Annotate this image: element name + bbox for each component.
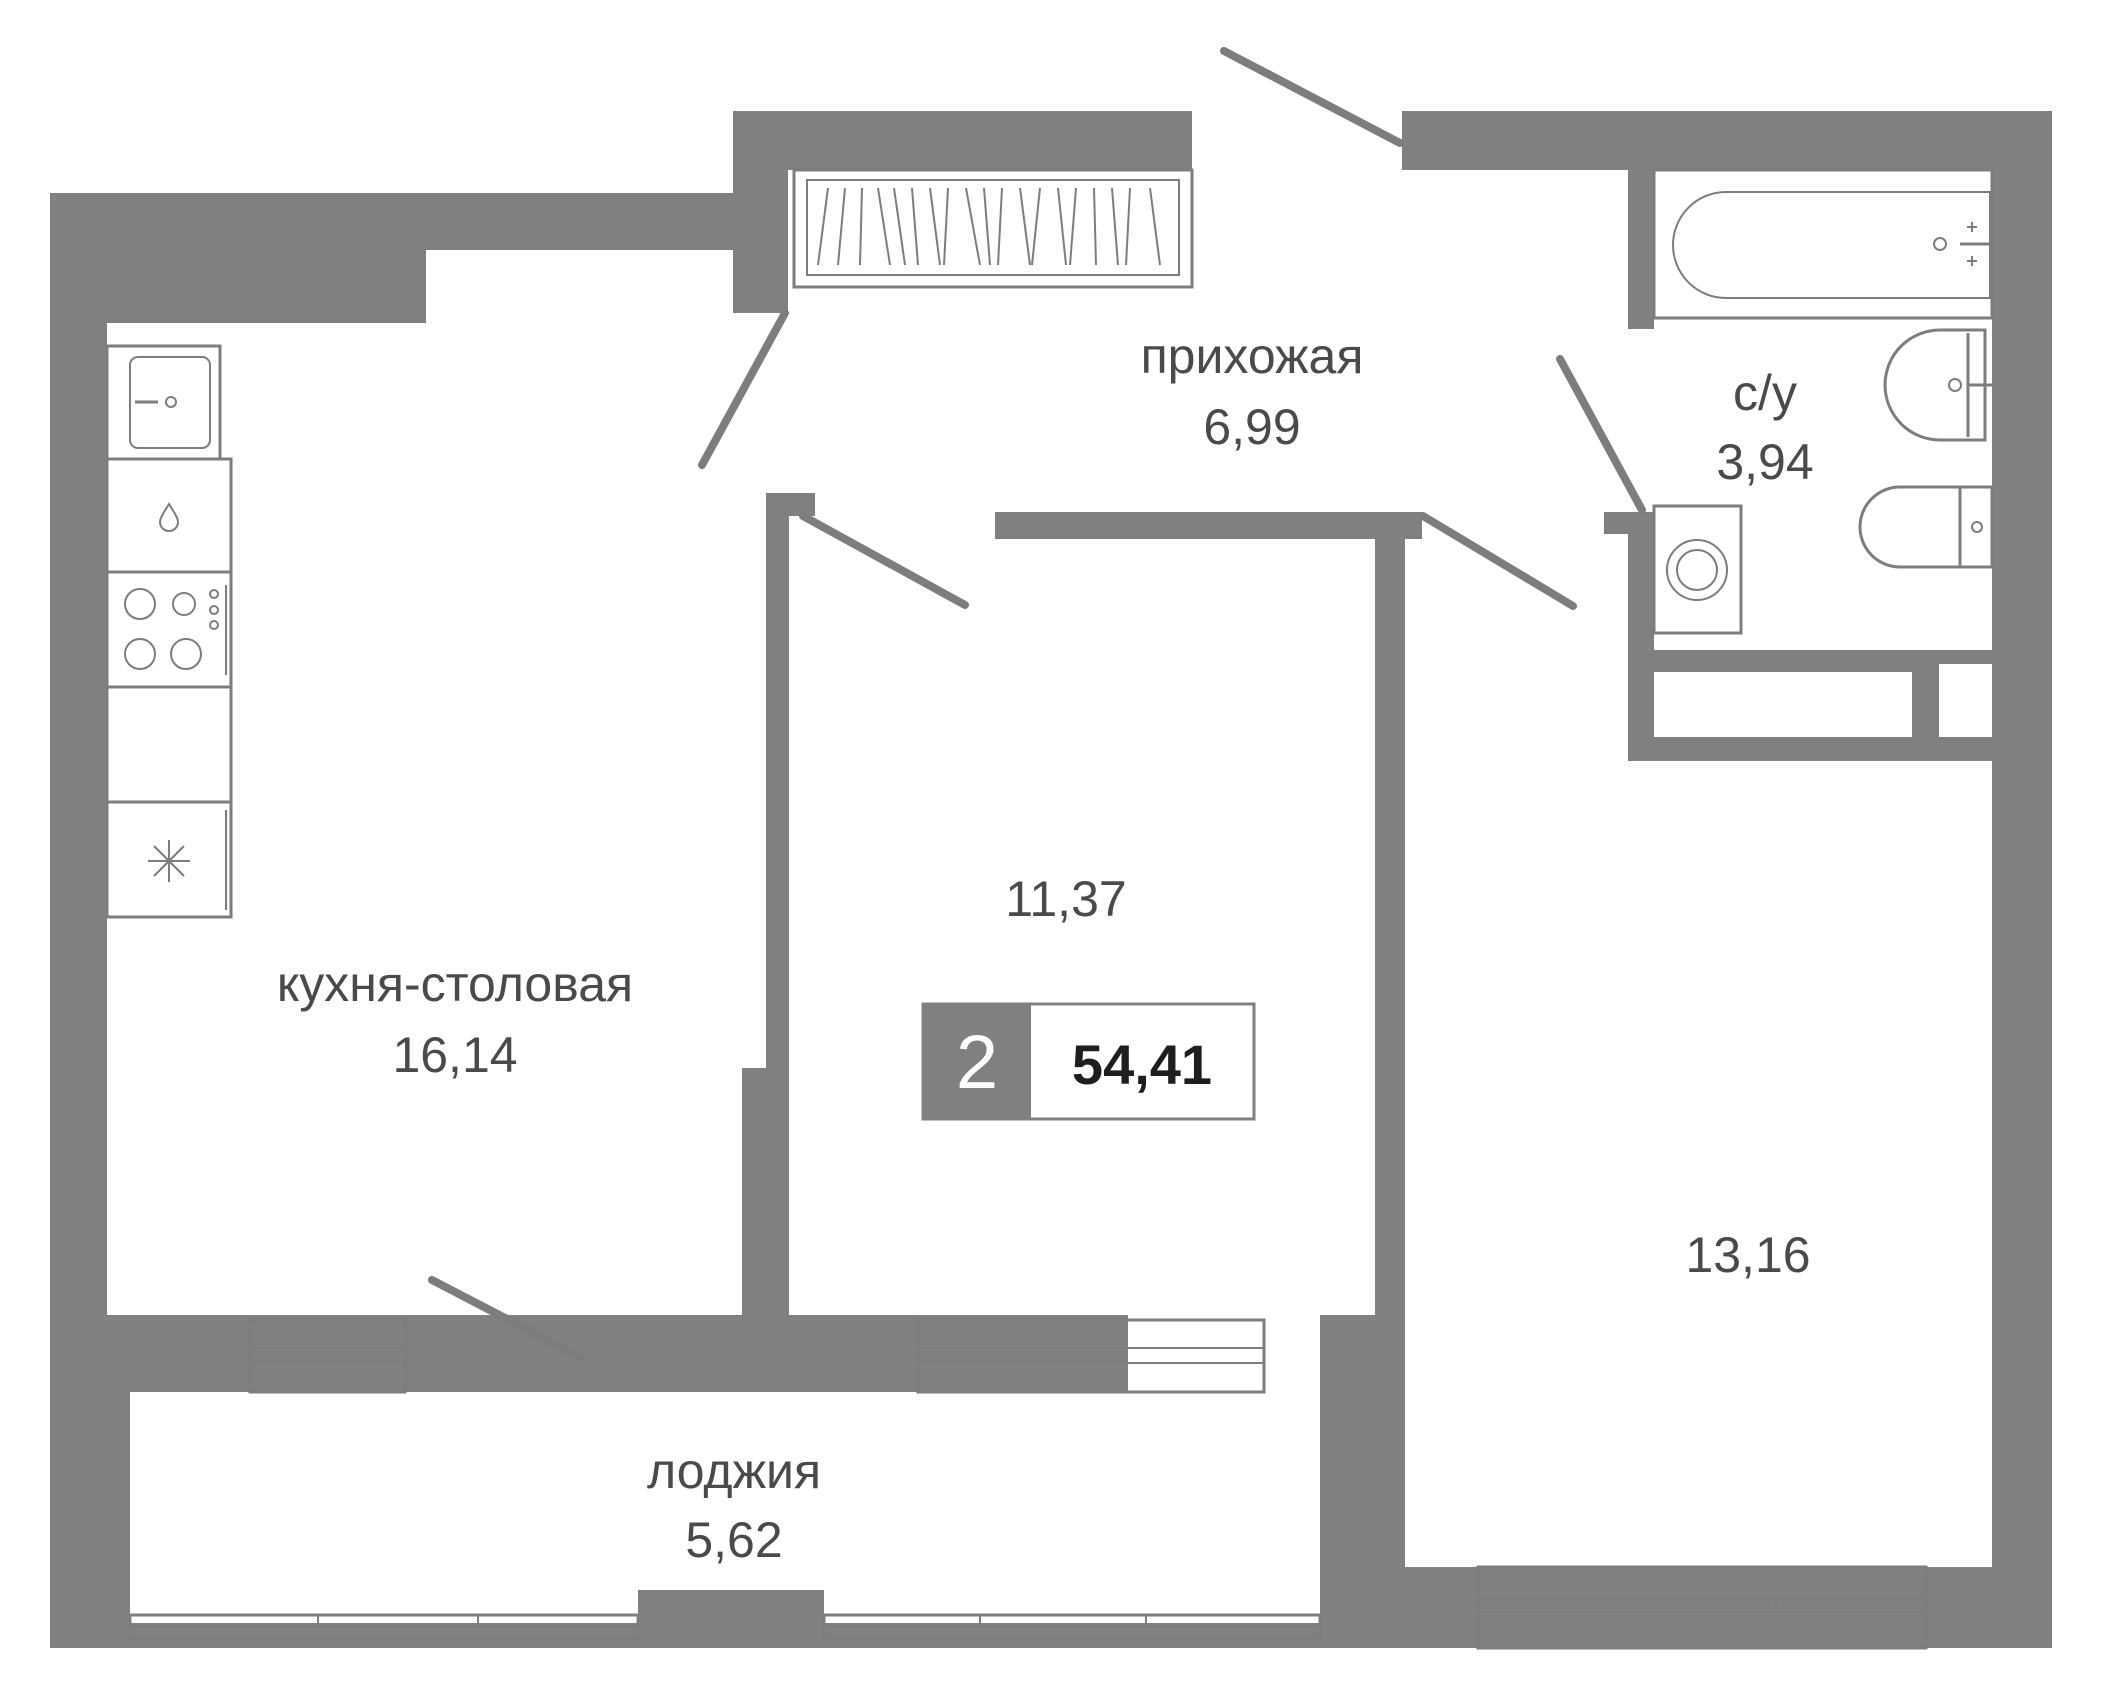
- wall-kitchen-bedroom-thin: [766, 493, 789, 1068]
- kitchen-counter: [105, 344, 233, 919]
- window-loggia-right: [822, 1613, 1322, 1640]
- windows: [128, 1318, 1928, 1650]
- door-entrance: [1220, 47, 1404, 147]
- door-kitchen: [698, 309, 789, 469]
- apartment-badge: 2 54,41: [921, 1002, 1256, 1121]
- room-labels: прихожая 6,99 с/у 3,94 кухня-столовая 16…: [277, 328, 1814, 1568]
- wall-top-bath: [1402, 111, 2052, 170]
- door-bedroom: [799, 512, 969, 609]
- washing-machine-icon: [1652, 504, 1743, 635]
- window-loggia-left: [128, 1613, 640, 1640]
- room-area-bedroom: 11,37: [1005, 871, 1126, 927]
- room-count: 2: [956, 1020, 998, 1105]
- wall-kitchen-loggia: [50, 1315, 1128, 1392]
- walls: [50, 111, 2052, 1648]
- kitchen-niche: [164, 250, 426, 323]
- door-living: [1419, 512, 1577, 610]
- sink-icon: [129, 356, 211, 449]
- wall-top-kitchen: [50, 193, 733, 250]
- door-loggia: [428, 1276, 584, 1361]
- window-bedroom: [916, 1318, 1266, 1394]
- doors: [428, 47, 1646, 1361]
- room-name-loggia: лоджия: [647, 1443, 821, 1499]
- room-area-bathroom: 3,94: [1716, 434, 1813, 490]
- kitchen-column: [107, 250, 164, 323]
- room-name-bathroom: с/у: [1733, 365, 1797, 421]
- room-count-box: [923, 1004, 1031, 1119]
- wall-top-hall: [733, 111, 1192, 170]
- washbasin-icon: [1883, 328, 1992, 442]
- room-area-living: 13,16: [1685, 1227, 1810, 1283]
- wall-bedroom-top: [995, 512, 1422, 539]
- room-name-kitchen: кухня-столовая: [277, 956, 633, 1012]
- toilet-icon: [1858, 485, 1994, 569]
- wall-bath-left-top: [1628, 111, 1654, 329]
- wall-kitchen-bedroom: [742, 1068, 789, 1392]
- room-area-loggia: 5,62: [685, 1512, 782, 1568]
- wall-bedroom-top-left: [766, 493, 815, 516]
- room-area-hallway: 6,99: [1203, 399, 1300, 455]
- loggia-pier: [638, 1590, 824, 1648]
- room-area-kitchen: 16,14: [392, 1027, 517, 1083]
- door-bathroom: [1556, 355, 1646, 514]
- window-living: [1476, 1565, 1928, 1650]
- wall-right: [1992, 111, 2052, 1648]
- fridge-icon: [148, 810, 227, 910]
- water-drop-icon: [158, 502, 180, 532]
- wardrobe: [792, 168, 1194, 289]
- stove-icon: [124, 585, 227, 675]
- wall-loggia-left: [50, 1392, 130, 1648]
- total-area: 54,41: [1072, 1033, 1212, 1096]
- room-name-hallway: прихожая: [1141, 328, 1364, 384]
- window-kitchen: [248, 1318, 407, 1394]
- bathtub-icon: [1652, 168, 1994, 320]
- wall-bedroom-living: [1375, 512, 1405, 1392]
- wall-hall-left: [733, 111, 788, 313]
- wall-living-bottom: [1320, 1567, 2052, 1648]
